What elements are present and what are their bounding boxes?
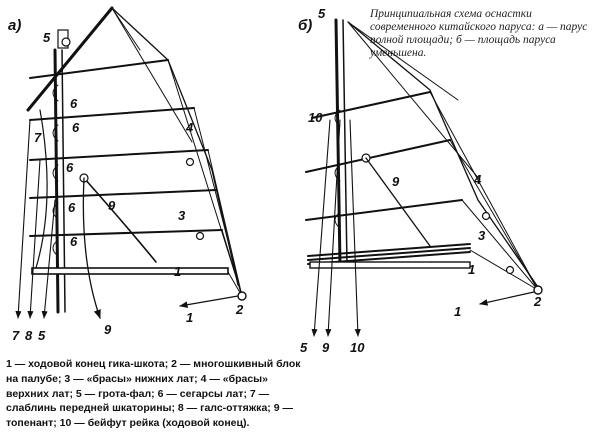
figure-caption: 1 — ходовой конец гика-шкота; 2 — многош… [6,358,301,430]
batten-b-3 [305,199,463,221]
label-a-9: 9 [108,198,116,213]
label-a-9-bottom: 9 [104,322,112,337]
batten-a-5 [29,229,223,237]
label-a-6-1: 6 [70,96,78,111]
sail-outline-b [347,21,541,291]
yard-a [26,6,114,112]
batten-a-4 [29,189,217,199]
label-b-4: 4 [473,172,482,187]
label-b-1-arrow: 1 [454,304,461,319]
batten-b-1 [311,91,431,119]
batten-a-1 [29,59,169,79]
panel-label-b: б) [298,17,312,34]
brace-block-3-b [505,265,515,275]
label-b-10-bottom: 10 [350,340,365,355]
label-a-7-bottom: 7 [12,328,20,343]
panel-a [15,6,247,319]
label-b-5-bottom: 5 [300,340,308,355]
mast-b [334,18,342,267]
label-b-2: 2 [533,294,542,309]
label-a-4: 4 [185,120,194,135]
label-b-9-bottom: 9 [322,340,330,355]
label-a-7: 7 [34,130,42,145]
panel-b [305,18,543,337]
batten-a-3 [29,149,209,161]
label-a-6-3: 6 [66,160,74,175]
label-a-5: 5 [43,30,51,45]
batten-b-2 [305,139,451,173]
label-a-2: 2 [235,302,244,317]
deck-block-2-b [533,285,543,295]
deck-block-2-a [237,291,247,301]
brace-block-4-a [185,157,195,167]
label-a-8: 8 [25,328,33,343]
brace-block-3-a [195,231,205,241]
label-b-5: 5 [318,6,326,21]
label-b-10: 10 [308,110,323,125]
brace-block-4-b [481,211,491,221]
label-b-3: 3 [478,228,486,243]
sail-outline-a [111,7,239,286]
label-a-6-2: 6 [72,120,80,135]
label-a-1: 1 [174,264,181,279]
label-a-3: 3 [178,208,186,223]
figure-title: Принципиальная схема оснастки современно… [370,8,588,59]
label-b-1: 1 [468,262,475,277]
panel-label-a: а) [8,17,21,34]
boom-b [309,261,471,269]
label-a-6-5: 6 [70,234,78,249]
batten-a-2 [29,107,195,121]
label-a-1-arrow: 1 [186,310,193,325]
boom-a [31,267,229,275]
label-a-5-bottom: 5 [38,328,46,343]
label-a-6-4: 6 [68,200,76,215]
label-b-9: 9 [392,174,400,189]
